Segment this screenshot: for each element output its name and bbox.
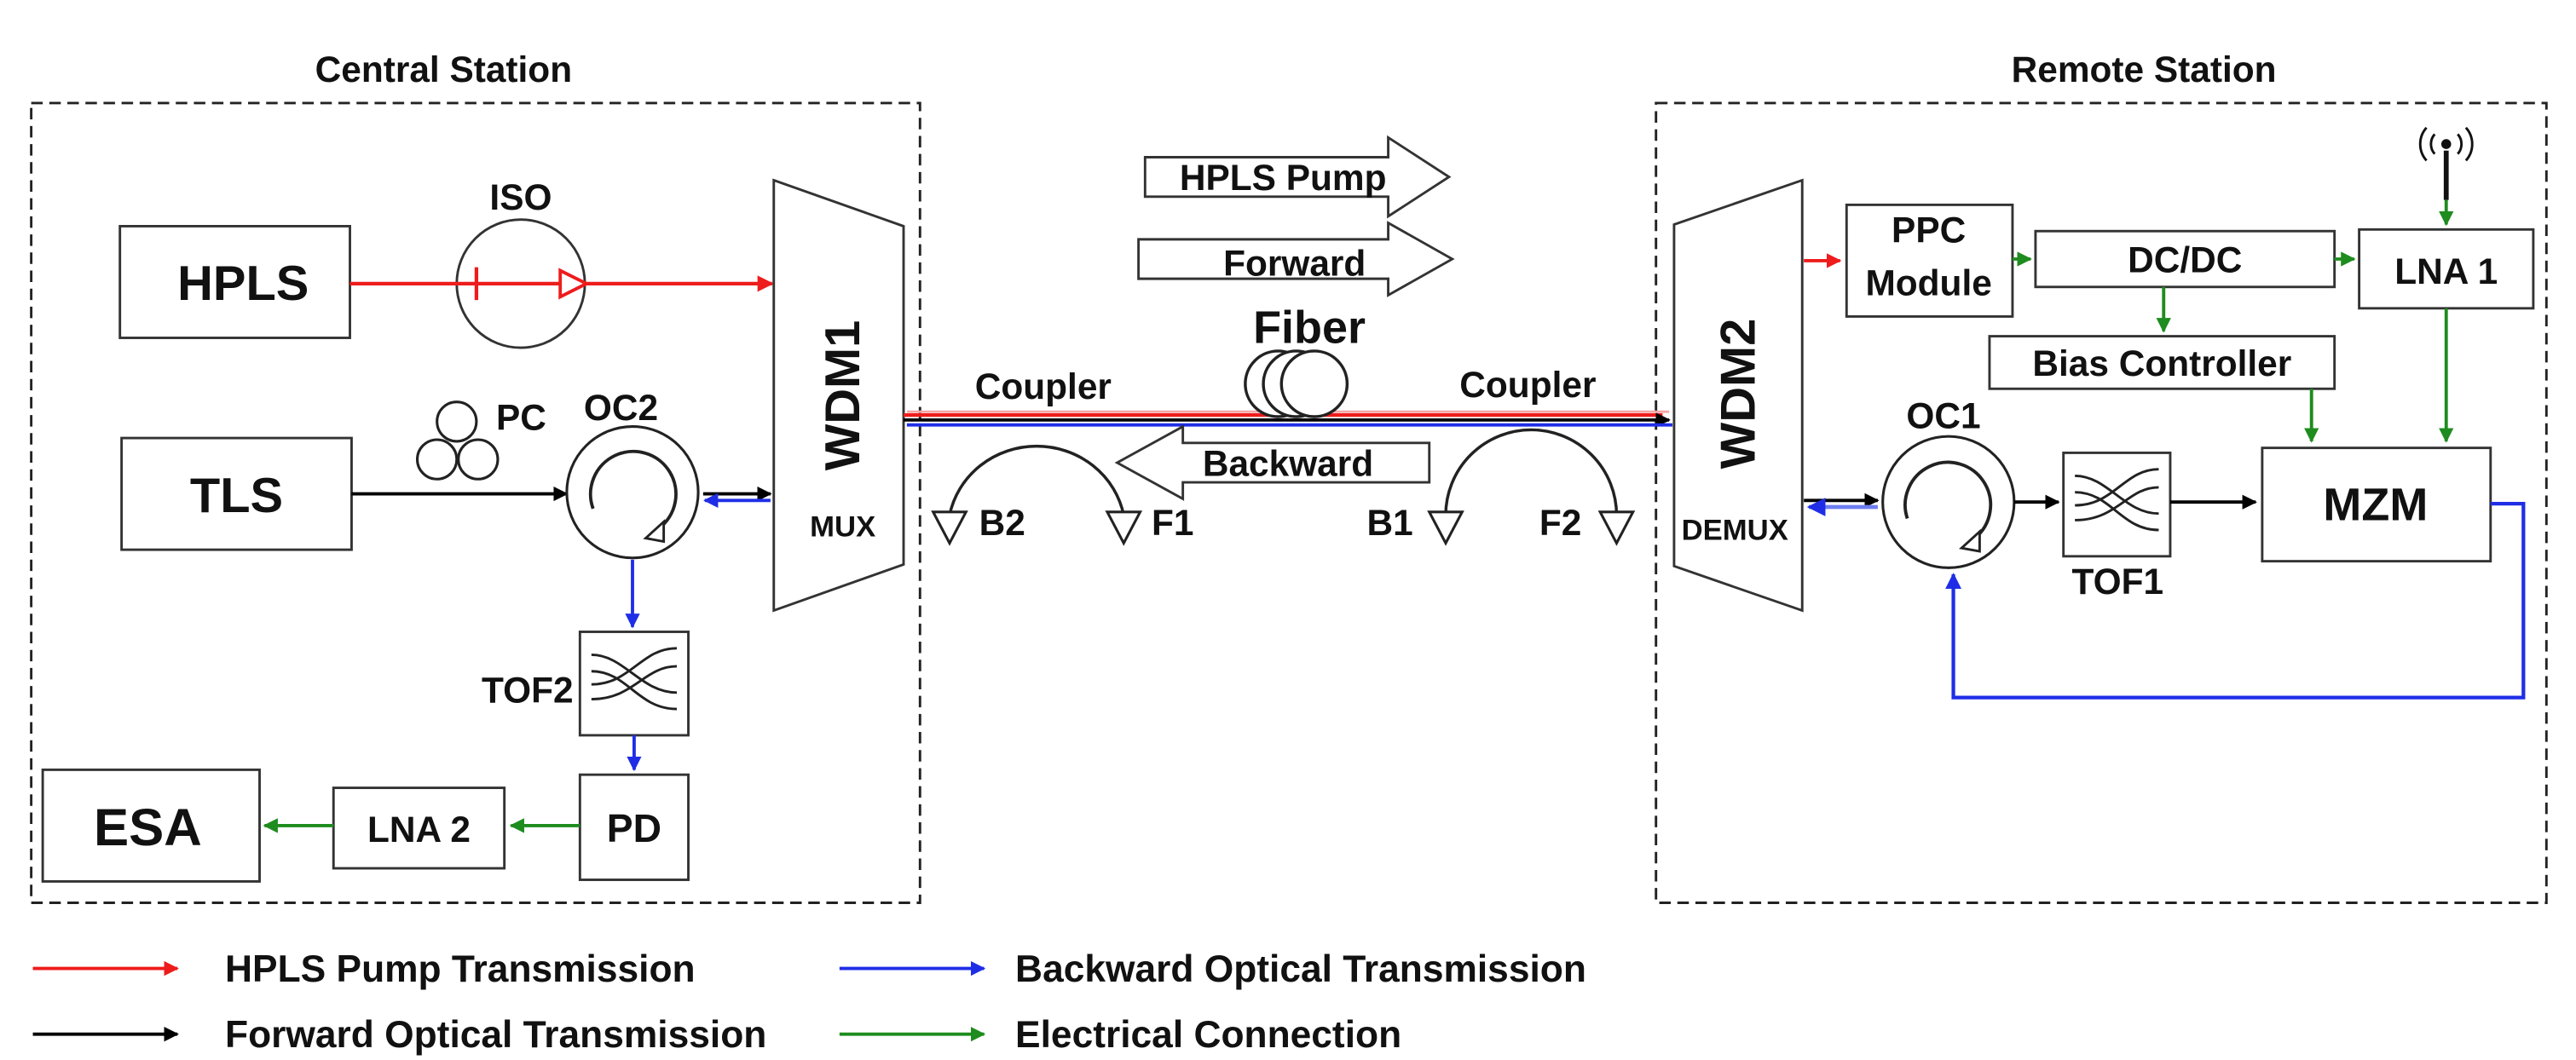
antenna-icon [2418, 126, 2474, 200]
dcdc-label: DC/DC [2128, 239, 2242, 279]
oc2-circle [565, 425, 700, 560]
backward-direction-arrow [1114, 424, 1431, 501]
bias-controller-box [1988, 335, 2336, 390]
b2-photodetector-icon [931, 510, 968, 546]
ppc-module-box [1845, 203, 2014, 318]
oc1-circulator-icon [1903, 460, 1993, 540]
oc1-label: OC1 [1906, 396, 1980, 436]
pump-direction-label: HPLS Pump [1180, 158, 1387, 198]
mux-label: MUX [810, 511, 875, 544]
mzm-box [2261, 446, 2492, 563]
esa-box [41, 768, 261, 883]
esa-label: ESA [94, 798, 202, 857]
pc-icon [415, 400, 500, 481]
tof2-label: TOF2 [482, 670, 574, 710]
fiber-label: Fiber [1253, 302, 1366, 353]
coupler-right-label: Coupler [1459, 365, 1596, 405]
legend-label-electrical: Electrical Connection [1015, 1014, 1401, 1056]
iso-label: ISO [489, 177, 552, 217]
lna2-box [332, 786, 506, 870]
f2-photodetector-icon [1597, 510, 1636, 546]
tof2-filter-icon [591, 647, 678, 711]
backward-loop-mzm-oc1 [1945, 502, 2526, 700]
coupler-left-label: Coupler [975, 366, 1112, 406]
coupler-right-arc [1444, 428, 1619, 516]
f1-photodetector-icon [1105, 510, 1143, 546]
demux-label: DEMUX [1682, 515, 1788, 547]
legend: HPLS Pump Transmission Backward Optical … [32, 948, 1586, 1056]
legend-label-forward: Forward Optical Transmission [225, 1014, 766, 1056]
tof1-filter-icon [2075, 468, 2159, 532]
ppc-label-line2: Module [1865, 262, 1991, 302]
b2-label: B2 [979, 503, 1025, 543]
pd-label: PD [607, 806, 661, 850]
legend-label-pump: HPLS Pump Transmission [225, 948, 696, 990]
remote-station-title: Remote Station [2012, 49, 2277, 89]
fiber-spool-icon [1244, 349, 1349, 418]
lna1-label: LNA 1 [2394, 251, 2498, 291]
oc2-circulator-icon [588, 449, 678, 530]
mzm-label: MZM [2323, 479, 2428, 530]
pump-direction-arrow [1143, 135, 1452, 219]
wdm1-trapezoid [772, 178, 905, 613]
hpls-label: HPLS [177, 256, 309, 311]
bias-controller-label: Bias Controller [2032, 343, 2291, 383]
f1-label: F1 [1152, 503, 1193, 543]
forward-direction-arrow [1137, 221, 1455, 297]
dcdc-box [2034, 229, 2336, 289]
pc-label: PC [496, 397, 546, 437]
f2-label: F2 [1539, 503, 1581, 543]
central-station-frame [30, 101, 921, 904]
tls-box [120, 436, 353, 551]
wdm2-label: WDM2 [1711, 319, 1765, 470]
oc2-circulator-arrowhead [643, 519, 666, 544]
coupler-left-arc [948, 444, 1125, 516]
tls-label: TLS [190, 469, 283, 523]
remote-station-frame [1655, 101, 2548, 904]
oc1-circulator-arrowhead [1959, 528, 1981, 553]
forward-direction-label: Forward [1223, 243, 1366, 283]
oc1-circle [1881, 435, 2016, 569]
iso-triangle-icon [558, 268, 591, 300]
lna2-label: LNA 2 [367, 809, 471, 850]
oc2-label: OC2 [584, 388, 658, 428]
legend-label-backward: Backward Optical Transmission [1015, 948, 1586, 990]
ppc-label-line1: PPC [1892, 210, 1966, 251]
tof1-label: TOF1 [2071, 562, 2163, 602]
lna1-box [2358, 228, 2535, 310]
wdm2-trapezoid [1672, 178, 1804, 613]
wdm1-label: WDM1 [816, 320, 870, 471]
hpls-box [118, 225, 351, 339]
pd-box [578, 773, 690, 881]
b1-label: B1 [1367, 503, 1413, 543]
central-station-title: Central Station [315, 49, 572, 89]
backward-direction-label: Backward [1203, 443, 1373, 483]
b1-photodetector-icon [1427, 510, 1464, 546]
